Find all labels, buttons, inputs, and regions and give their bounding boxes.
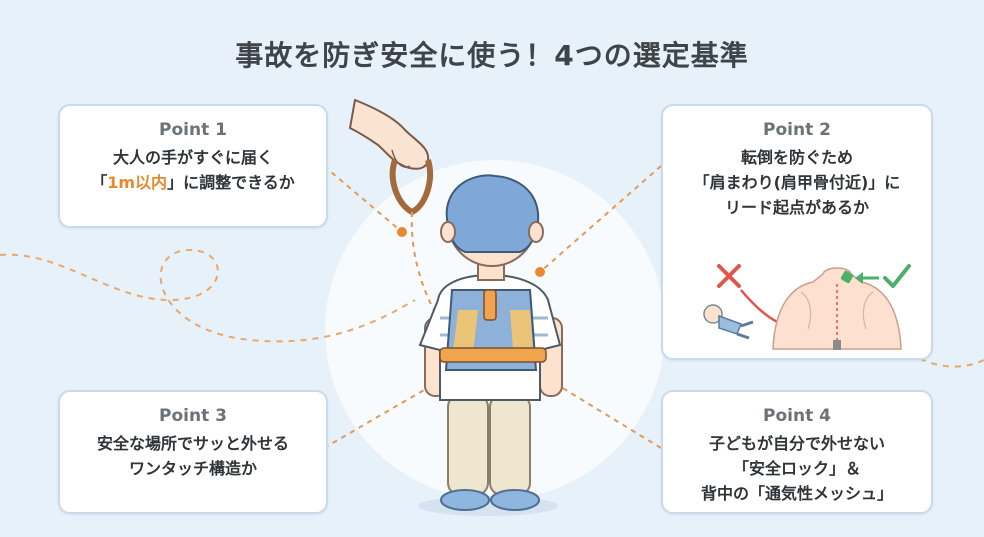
- decorative-dashed-loop-left: [0, 248, 416, 343]
- highlight-text: 1m以内: [107, 172, 168, 192]
- point-label: Point 3: [159, 406, 227, 426]
- point-line: リード起点があるか: [724, 197, 869, 217]
- point-label: Point 2: [763, 120, 831, 140]
- point-line: 子どもが自分で外せない: [708, 434, 885, 453]
- connector-dot-point1: [397, 227, 407, 237]
- adult-hand-icon: [348, 98, 430, 170]
- point-card-1: Point 1 大人の手がすぐに届く 「1m以内」に調整できるか: [58, 104, 328, 228]
- point-description: 大人の手がすぐに届く 「1m以内」に調整できるか: [60, 146, 326, 196]
- fallen-child-icon: [703, 304, 754, 340]
- point-card-2: Point 2 転倒を防ぐため 「肩まわり(肩甲骨付近)」に リード起点があるか: [661, 104, 933, 360]
- point-line: 背中の「通気性メッシュ」: [700, 483, 893, 503]
- shoulder-diagram: [703, 264, 911, 350]
- point-description: 転倒を防ぐため 「肩まわり(肩甲骨付近)」に リード起点があるか: [663, 146, 931, 220]
- page-title: 事故を防ぎ安全に使う！4つの選定基準: [235, 39, 749, 72]
- point-label: Point 4: [763, 406, 831, 426]
- check-icon: [883, 264, 911, 288]
- point-description: 子どもが自分で外せない 「安全ロック」＆ 背中の「通気性メッシュ」: [663, 432, 931, 506]
- point-text: 」に調整できるか: [167, 172, 295, 192]
- point-description: 安全な場所でサッと外せる ワンタッチ構造か: [60, 432, 326, 482]
- point-card-4: Point 4 子どもが自分で外せない 「安全ロック」＆ 背中の「通気性メッシュ…: [661, 390, 933, 514]
- point-line: 「安全ロック」＆: [732, 458, 861, 478]
- attach-point-icon: [840, 270, 854, 284]
- point-card-3: Point 3 安全な場所でサッと外せる ワンタッチ構造か: [58, 390, 328, 514]
- point-line: 安全な場所でサッと外せる: [96, 434, 289, 453]
- connector-point1: [323, 165, 403, 233]
- point-line: 「肩まわり(肩甲骨付近)」に: [693, 172, 901, 192]
- back-shoulder-icon: [772, 267, 902, 350]
- connector-point2: [539, 165, 662, 273]
- connector-dot-point2: [535, 267, 545, 277]
- connector-point3: [323, 345, 501, 449]
- point-line: 大人の手がすぐに届く: [112, 148, 273, 167]
- child-illustration: [418, 174, 563, 516]
- point-line: ワンタッチ構造か: [128, 458, 257, 478]
- cross-icon: [717, 264, 741, 288]
- point-line-highlight: 「1m以内」に調整できるか: [60, 171, 326, 196]
- decorative-dashed-loop-right: [879, 329, 984, 368]
- connector-point4: [555, 383, 662, 449]
- point-line: 転倒を防ぐため: [740, 148, 853, 167]
- point-label: Point 1: [159, 120, 227, 140]
- point-text: 「: [91, 172, 108, 192]
